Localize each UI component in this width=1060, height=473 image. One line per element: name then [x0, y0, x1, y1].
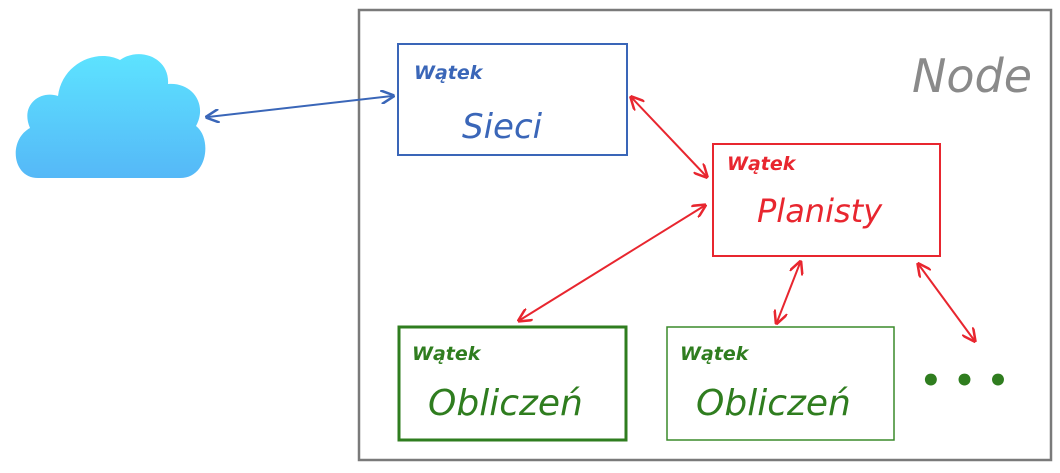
box-compute-1-small-label: Wątek	[412, 343, 482, 365]
node-container	[357, 8, 1053, 462]
box-compute-1-border	[397, 325, 628, 442]
ellipsis-more-threads: • • •	[920, 361, 1009, 401]
box-compute-2-small-label: Wątek	[680, 343, 750, 365]
link-scheduler-compute-1	[520, 206, 704, 320]
box-compute-1-big-label: Obliczeń	[428, 383, 583, 424]
box-network-thread: Wątek Sieci	[397, 43, 628, 156]
box-scheduler-border	[712, 143, 941, 257]
box-network-border	[397, 43, 628, 156]
link-network-scheduler	[632, 98, 706, 176]
box-compute-2-big-label: Obliczeń	[696, 383, 851, 424]
link-scheduler-more	[919, 265, 974, 340]
box-scheduler-big-label: Planisty	[757, 192, 883, 230]
box-scheduler-thread: Wątek Planisty	[712, 143, 941, 257]
box-network-big-label: Sieci	[462, 107, 543, 147]
cloud-icon	[15, 54, 206, 179]
node-label: Node	[912, 49, 1032, 103]
box-scheduler-small-label: Wątek	[727, 153, 797, 175]
box-compute-thread-2: Wątek Obliczeń	[666, 326, 895, 441]
box-compute-thread-1: Wątek Obliczeń	[397, 325, 628, 442]
link-scheduler-compute-2	[777, 263, 800, 322]
link-cloud-network	[208, 96, 392, 117]
box-network-small-label: Wątek	[414, 62, 484, 84]
